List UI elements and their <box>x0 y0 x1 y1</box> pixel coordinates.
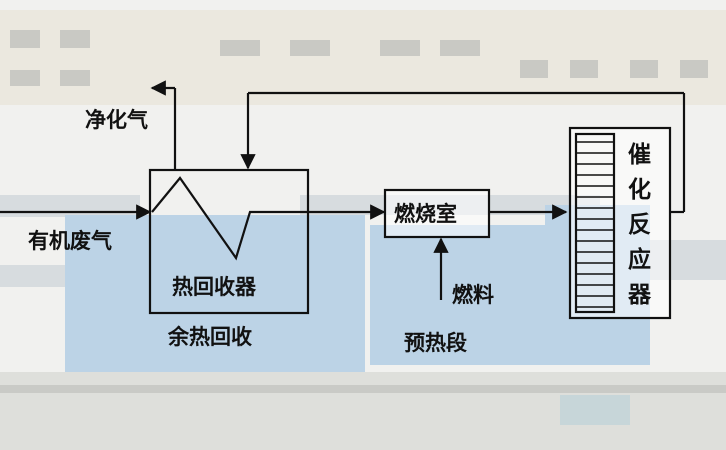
waste-heat-recovery-label: 余热回收 <box>167 325 252 349</box>
heat-recovery-unit-box <box>148 168 310 315</box>
catalytic-reactor-char-1: 催 <box>628 142 651 168</box>
fuel-label: 燃料 <box>452 283 494 307</box>
photo-building-windows <box>10 30 708 86</box>
catalytic-reactor-char-3: 反 <box>628 212 651 238</box>
catalyst-bed-column <box>574 132 616 314</box>
catalytic-reactor-char-2: 化 <box>628 176 651 203</box>
catalytic-reactor-char-4: 应 <box>628 246 651 273</box>
combustion-chamber-box <box>383 188 491 239</box>
catalytic-reactor-char-5: 器 <box>627 282 652 308</box>
combustion-chamber-label: 燃烧室 <box>394 202 457 226</box>
heat-recovery-unit-label: 热回收器 <box>172 275 257 299</box>
catalyst-bed-rungs <box>576 141 614 308</box>
catalytic-reactor-box <box>568 126 672 320</box>
heat-exchanger-zigzag <box>151 176 292 261</box>
photo-ground-equipment <box>560 395 630 425</box>
purified-gas-label: 净化气 <box>85 108 148 132</box>
organic-waste-gas-label: 有机废气 <box>28 229 112 253</box>
photo-walkway-rail <box>0 385 726 393</box>
photo-building <box>0 10 726 105</box>
preheating-section-label: 预热段 <box>404 331 467 355</box>
